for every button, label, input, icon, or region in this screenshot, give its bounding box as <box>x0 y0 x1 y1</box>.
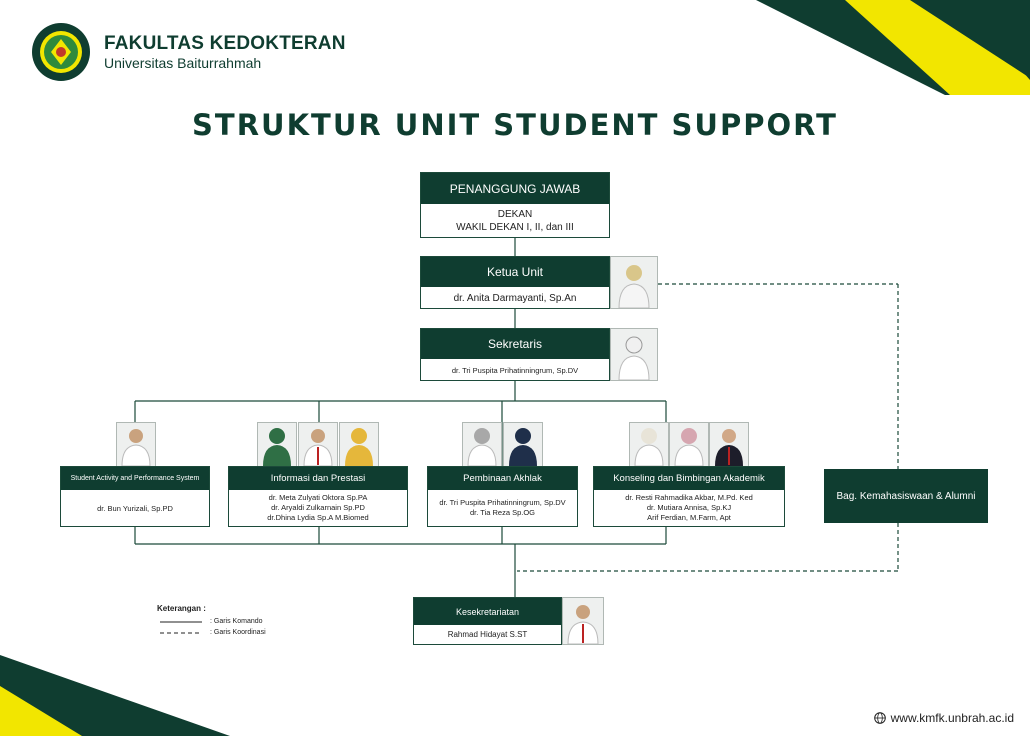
photo-sekretaris <box>610 328 658 381</box>
node-akhlak-name-1: dr. Tri Puspita Prihatinningrum, Sp.DV <box>439 498 566 507</box>
node-kesekretariatan: Kesekretariatan Rahmad Hidayat S.ST <box>413 597 562 645</box>
node-ketua-unit: Ketua Unit dr. Anita Darmayanti, Sp.An <box>420 256 610 309</box>
node-kemahasiswaan-head: Bag. Kemahasiswaan & Alumni <box>825 470 987 522</box>
photo-konseling-3 <box>709 422 749 467</box>
node-kesekretariatan-head: Kesekretariatan <box>414 598 561 625</box>
node-penanggung-line2: WAKIL DEKAN I, II, dan III <box>456 221 574 233</box>
node-sapes-name: dr. Bun Yurizali, Sp.PD <box>97 503 173 513</box>
node-penanggung-head: PENANGGUNG JAWAB <box>421 173 609 204</box>
bottom-left-yellow-shape <box>0 686 82 736</box>
node-konseling-name-3: Arif Ferdian, M.Farm, Apt <box>647 513 731 522</box>
top-right-green-shape-2 <box>910 0 1030 78</box>
photo-info-2 <box>298 422 338 467</box>
faculty-name: FAKULTAS KEDOKTERAN <box>104 33 346 54</box>
photo-konseling-2 <box>669 422 709 467</box>
node-penanggung-jawab: PENANGGUNG JAWAB DEKAN WAKIL DEKAN I, II… <box>420 172 610 238</box>
node-ketua-head: Ketua Unit <box>421 257 609 287</box>
node-info-head: Informasi dan Prestasi <box>229 467 407 490</box>
photo-ketua <box>610 256 658 309</box>
bottom-left-green-shape <box>0 655 230 736</box>
photo-kesekretariatan <box>562 597 604 645</box>
photo-info-1 <box>257 422 297 467</box>
node-akhlak-name-2: dr. Tia Reza Sp.OG <box>469 508 536 517</box>
photo-akhlak-1 <box>462 422 502 467</box>
node-sekretaris-name: dr. Tri Puspita Prihatinningrum, Sp.DV <box>451 365 579 375</box>
globe-icon <box>873 712 886 724</box>
university-seal-logo <box>31 22 91 82</box>
photo-sapes <box>116 422 156 467</box>
node-info-name-2: dr. Aryaldi Zulkarnain Sp.PD <box>271 503 365 512</box>
node-sekretaris: Sekretaris dr. Tri Puspita Prihatinningr… <box>420 328 610 381</box>
node-sapes-head: Student Activity and Performance System <box>61 467 209 490</box>
node-ketua-name: dr. Anita Darmayanti, Sp.An <box>453 292 577 304</box>
node-konseling-head: Konseling dan Bimbingan Akademik <box>594 467 784 490</box>
node-konseling-name-1: dr. Resti Rahmadika Akbar, M.Pd. Ked <box>625 493 753 502</box>
node-info-name-3: dr.Dhina Lydia Sp.A M.Biomed <box>267 513 369 522</box>
website-footer: www.kmfk.unbrah.ac.id <box>873 711 1014 725</box>
node-akhlak-head: Pembinaan Akhlak <box>428 467 577 490</box>
node-kemahasiswaan-alumni: Bag. Kemahasiswaan & Alumni <box>824 469 988 523</box>
top-right-yellow-shape <box>845 0 1030 95</box>
node-sekretaris-head: Sekretaris <box>421 329 609 359</box>
website-url[interactable]: www.kmfk.unbrah.ac.id <box>890 711 1014 725</box>
node-informasi-prestasi: Informasi dan Prestasi dr. Meta Zulyati … <box>228 466 408 527</box>
legend-solid-label: : Garis Komando <box>210 618 263 625</box>
node-kesekretariatan-name: Rahmad Hidayat S.ST <box>447 630 528 639</box>
photo-info-3 <box>339 422 379 467</box>
legend-lines <box>160 621 202 634</box>
node-pembinaan-akhlak: Pembinaan Akhlak dr. Tri Puspita Prihati… <box>427 466 578 527</box>
node-konseling-name-2: dr. Mutiara Annisa, Sp.KJ <box>646 503 732 512</box>
university-name: Universitas Baiturrahmah <box>104 55 262 71</box>
node-penanggung-line1: DEKAN <box>497 208 533 220</box>
node-konseling-bimbingan: Konseling dan Bimbingan Akademik dr. Res… <box>593 466 785 527</box>
legend-dashed-label: : Garis Koordinasi <box>210 629 266 636</box>
page-title: STRUKTUR UNIT STUDENT SUPPORT <box>192 108 838 142</box>
node-info-name-1: dr. Meta Zulyati Oktora Sp.PA <box>268 493 368 502</box>
photo-akhlak-2 <box>503 422 543 467</box>
legend-title: Keterangan : <box>157 604 206 613</box>
photo-konseling-1 <box>629 422 669 467</box>
node-student-activity: Student Activity and Performance System … <box>60 466 210 527</box>
